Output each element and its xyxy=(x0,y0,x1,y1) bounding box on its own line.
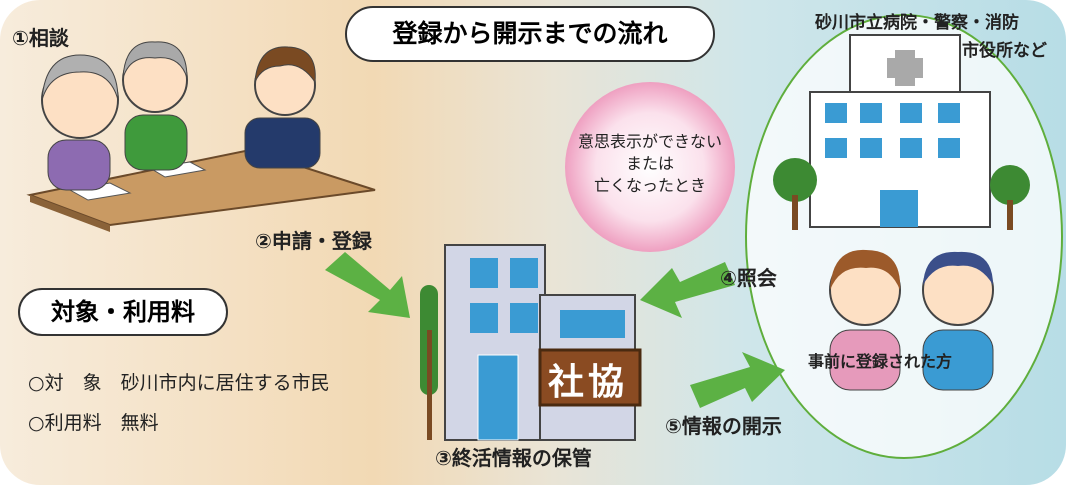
target-label: ○対 象 xyxy=(28,372,102,394)
shakyo-building xyxy=(420,244,642,441)
step-store-label: ③終活情報の保管 xyxy=(435,446,592,470)
registered-people xyxy=(829,249,994,391)
institutions-line1: 砂川市立病院・警察・消防 xyxy=(815,13,1019,33)
condition-line3: 亡くなったとき xyxy=(593,176,706,195)
hospital-building xyxy=(773,34,1030,230)
eligibility-fee: ○利用料 無料 xyxy=(28,408,159,435)
step-consult-label: ①相談 xyxy=(12,26,69,50)
step-apply-label: ②申請・登録 xyxy=(255,229,372,253)
condition-bubble xyxy=(565,82,735,252)
page-title: 登録から開示までの流れ xyxy=(345,6,715,62)
condition-line1: 意思表示ができない xyxy=(577,132,722,151)
consultation-illustration xyxy=(26,41,376,232)
institutions-line2: 市役所など xyxy=(962,41,1047,61)
arrows xyxy=(325,252,785,408)
step-disclose-label: ⑤情報の開示 xyxy=(665,414,782,438)
registered-person-label: 事前に登録された方 xyxy=(808,352,953,371)
fee-value: 無料 xyxy=(120,412,159,434)
target-value: 砂川市内に居住する市民 xyxy=(120,372,330,394)
eligibility-target: ○対 象 砂川市内に居住する市民 xyxy=(28,368,330,395)
fee-label: ○利用料 xyxy=(28,412,102,434)
shakyo-sign: 社協 xyxy=(548,362,629,403)
condition-line2: または xyxy=(625,154,674,173)
eligibility-heading: 対象・利用料 xyxy=(18,288,228,336)
step-inquiry-label: ④照会 xyxy=(720,266,777,290)
